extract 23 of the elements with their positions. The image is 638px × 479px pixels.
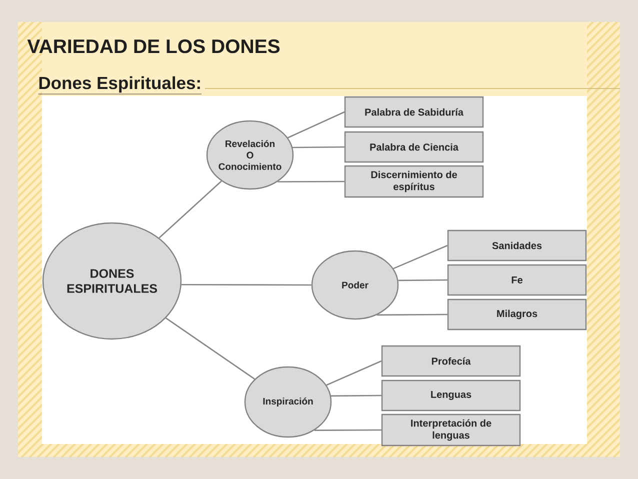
connector-line [158,180,222,238]
connector-line [398,279,448,282]
connector-line [181,284,312,286]
concept-box: Fe [447,264,587,296]
concept-box: Interpretación de lenguas [381,414,521,446]
connector-line [326,360,382,386]
concept-box: Sanidades [447,230,587,262]
concept-box: Lenguas [381,380,521,412]
concept-box: Discernimiento de espíritus [344,165,484,198]
subtitle: Dones Espirituales: [38,76,202,94]
connector-line [278,180,344,182]
connector-line [166,318,256,380]
connector-line [393,244,448,270]
connector-line [376,314,448,316]
concept-box: Palabra de Sabiduría [344,96,484,128]
concept-box: Palabra de Ciencia [344,131,484,163]
concept-box: Milagros [447,298,587,330]
concept-box: Profecía [381,345,521,377]
connector-line [330,394,382,397]
title: VARIEDAD DE LOS DONES [27,39,280,54]
connector-line [314,429,382,431]
connector-line [288,111,345,138]
connector-line [292,146,344,148]
